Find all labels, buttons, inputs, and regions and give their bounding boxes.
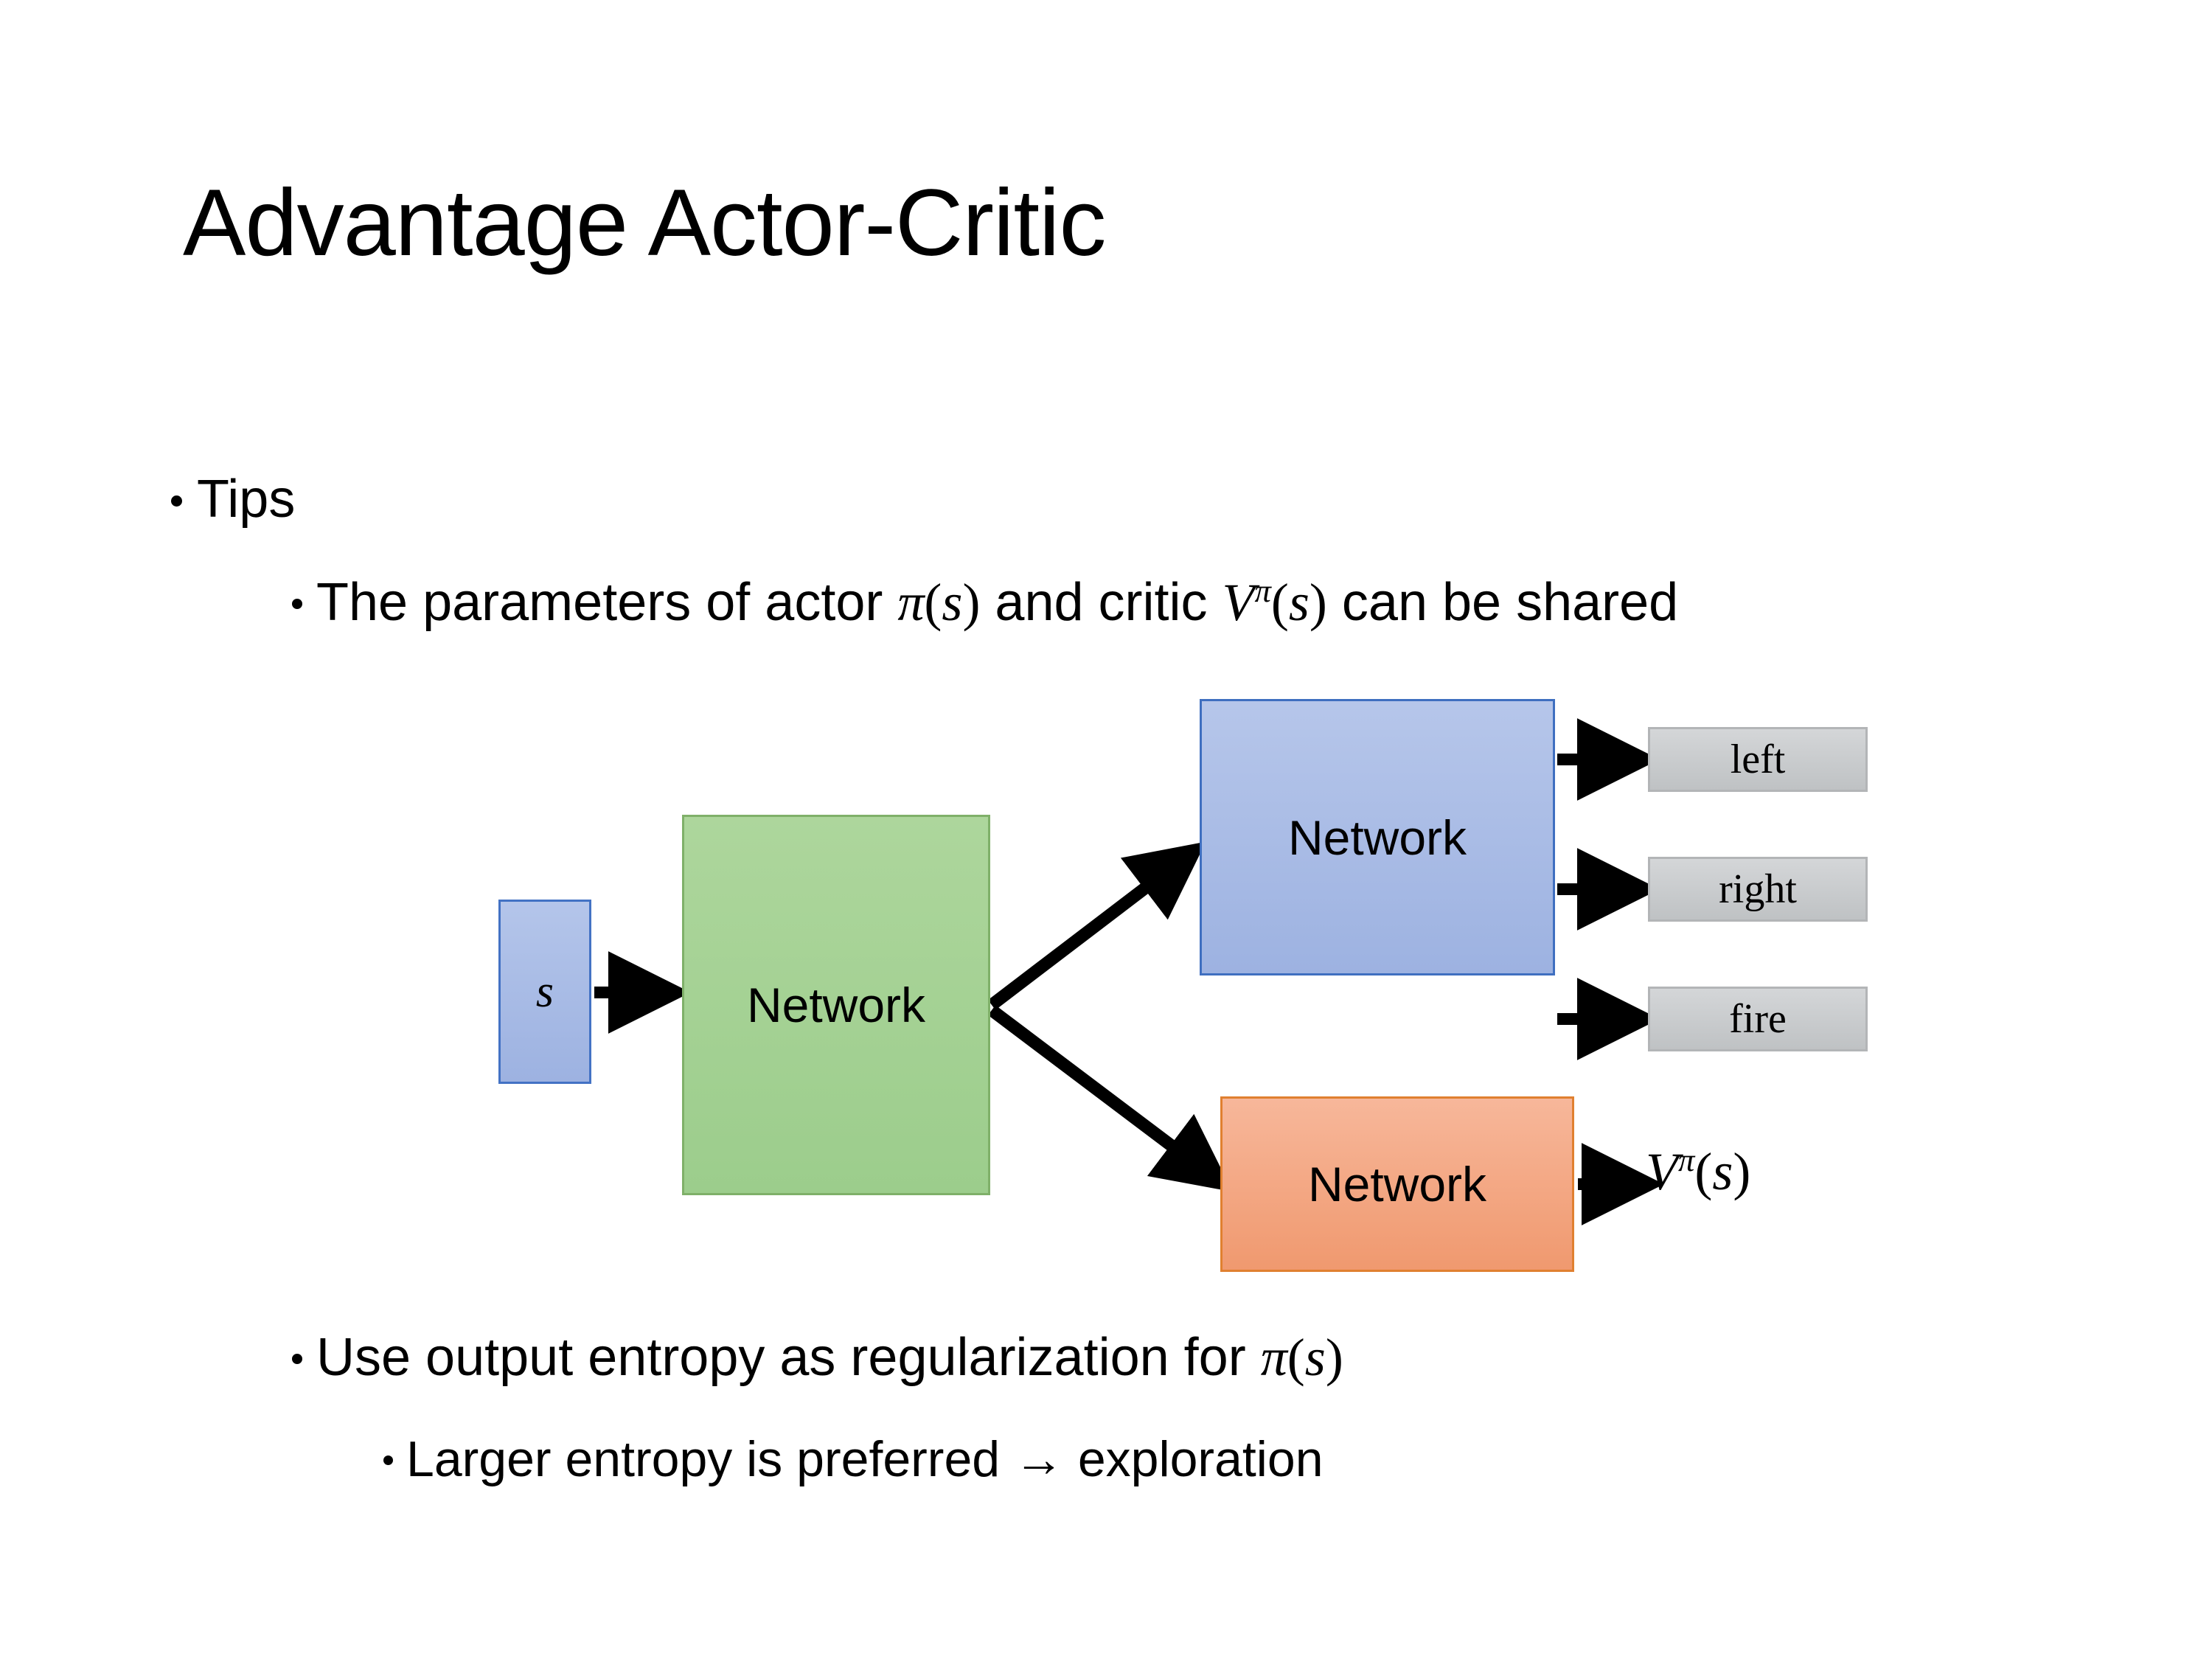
text-run-parameters-pre: The parameters of actor	[316, 573, 898, 632]
page-title: Advantage Actor-Critic	[183, 170, 1106, 276]
bullet-dot-icon	[171, 495, 182, 507]
arrow-shared-to-critic	[987, 1005, 1233, 1192]
text-run-parameters-mid: and critic	[980, 573, 1222, 632]
bullet-shared-parameters-text: The parameters of actor π(s) and critic …	[316, 572, 1678, 633]
critic-output-value: Vπ(s)	[1646, 1141, 1750, 1203]
node-shared-network-label: Network	[746, 978, 926, 1032]
node-actor-network: Network	[1200, 699, 1555, 975]
node-shared-network: Network	[682, 815, 990, 1195]
arrow-shared-to-actor	[987, 841, 1206, 1010]
node-critic-network-label: Network	[1307, 1157, 1487, 1211]
text-run-entropy-pre: Use output entropy as regularization for	[316, 1328, 1261, 1387]
actor-critic-diagram: s Network Network Network left right fir…	[0, 664, 2212, 1401]
action-output-fire-label: fire	[1729, 996, 1787, 1042]
bullet-tips: Tips	[171, 469, 295, 529]
diagram-arrows	[594, 718, 1664, 1225]
math-critic-value: Vπ(s)	[1222, 572, 1327, 632]
action-output-right: right	[1648, 857, 1868, 922]
bullet-tips-label: Tips	[197, 470, 296, 529]
math-actor-policy: π(s)	[897, 573, 981, 632]
math-entropy-policy: π(s)	[1260, 1328, 1343, 1387]
node-state-input: s	[498, 900, 591, 1084]
bullet-exploration: Larger entropy is preferred → exploratio…	[383, 1430, 1324, 1488]
node-critic-network: Network	[1220, 1096, 1574, 1272]
node-actor-network-label: Network	[1287, 810, 1467, 865]
bullet-entropy-regularization: Use output entropy as regularization for…	[292, 1327, 1343, 1388]
math-critic-value-output: Vπ(s)	[1646, 1141, 1751, 1201]
bullet-dot-icon	[383, 1455, 393, 1465]
node-state-label: s	[535, 966, 554, 1017]
action-output-left: left	[1648, 727, 1868, 792]
action-output-right-label: right	[1719, 866, 1797, 912]
bullet-entropy-text: Use output entropy as regularization for…	[316, 1327, 1343, 1388]
bullet-shared-parameters: The parameters of actor π(s) and critic …	[292, 572, 2062, 633]
action-output-fire: fire	[1648, 987, 1868, 1051]
bullet-dot-icon	[292, 1354, 302, 1364]
text-run-parameters-post: can be shared	[1326, 573, 1679, 632]
bullet-exploration-label: Larger entropy is preferred → exploratio…	[406, 1431, 1324, 1487]
action-output-left-label: left	[1730, 737, 1786, 782]
bullet-dot-icon	[292, 599, 302, 609]
